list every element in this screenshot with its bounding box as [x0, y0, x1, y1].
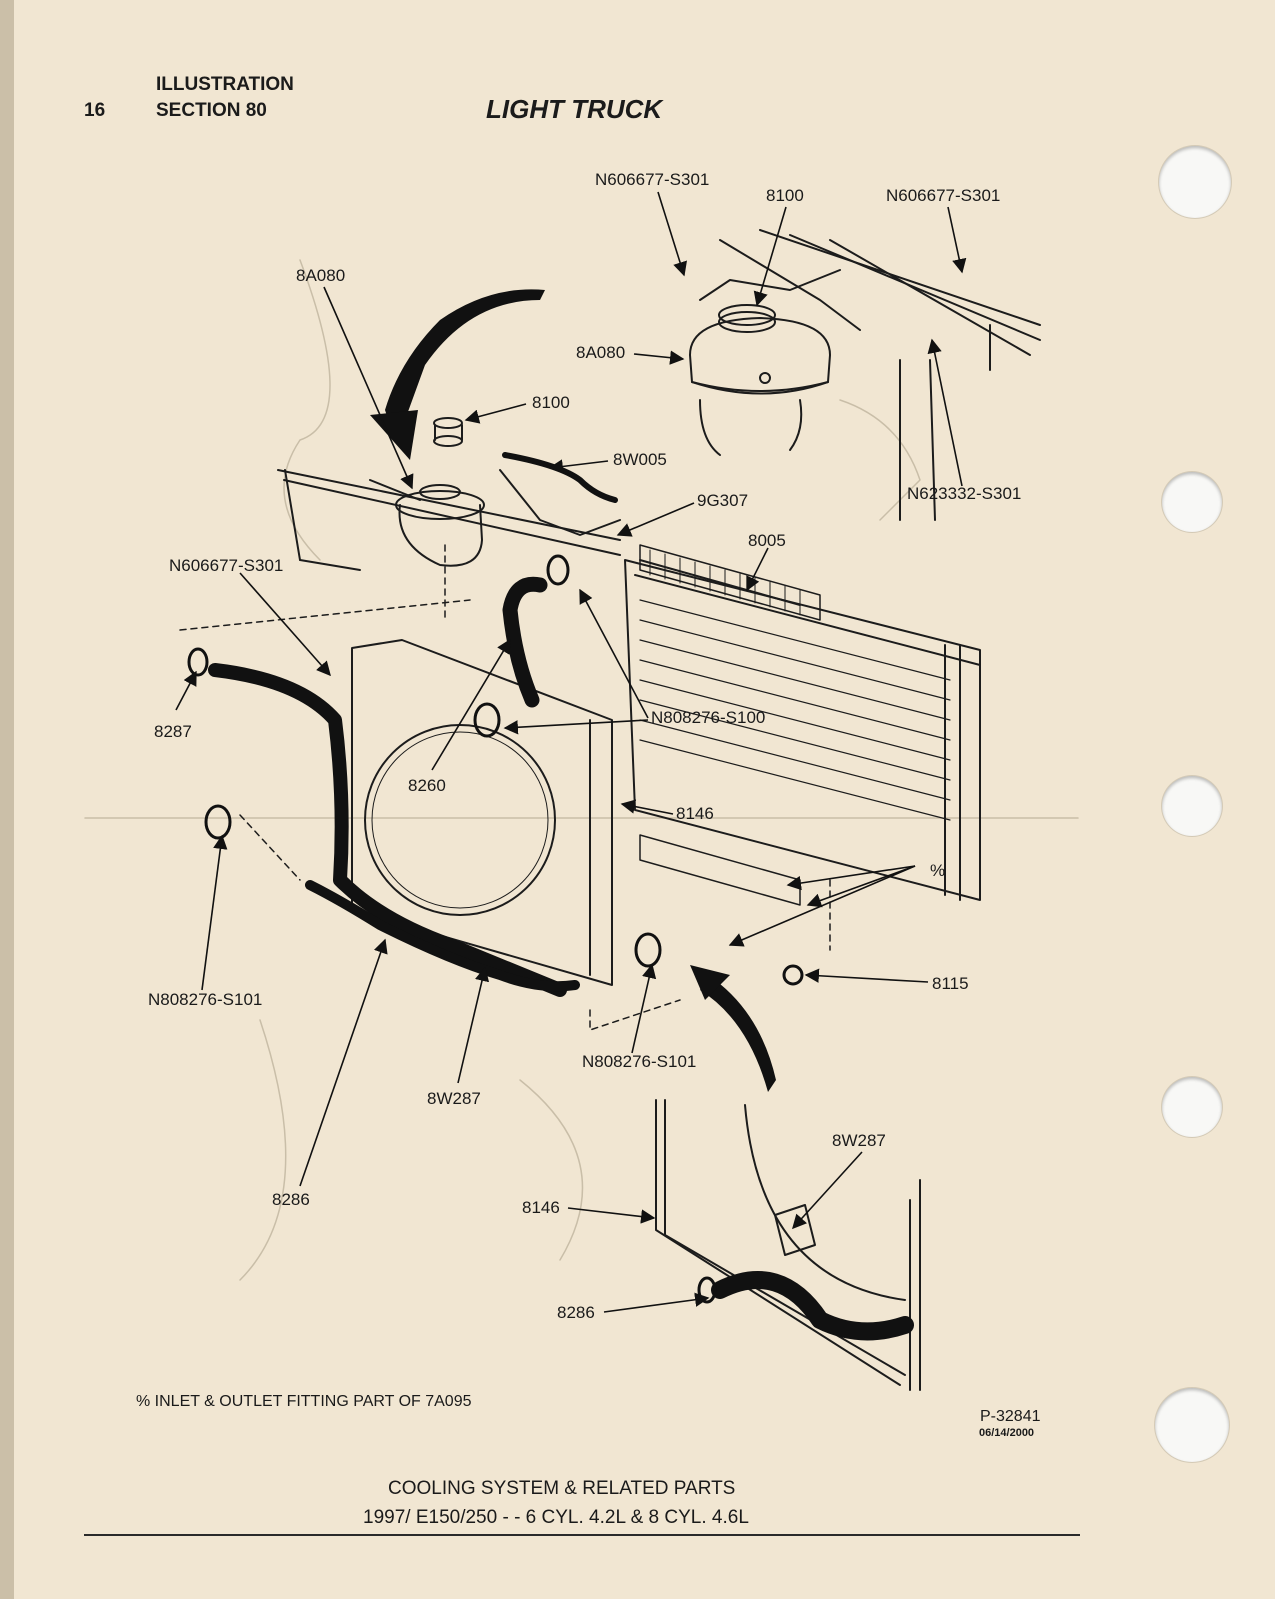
binder-hole	[1162, 472, 1222, 532]
flow-arrow-bottom	[700, 975, 776, 1092]
callout-n606677-right: N606677-S301	[886, 186, 1001, 205]
callout-8005: 8005	[748, 531, 786, 550]
binder-hole	[1155, 1388, 1229, 1462]
callout-8146-mid: 8146	[676, 804, 714, 823]
bleed-through-ghost	[84, 259, 1079, 1281]
callout-percent: %	[930, 861, 946, 880]
footer-rule	[84, 1534, 1080, 1536]
footer-title: COOLING SYSTEM & RELATED PARTS	[388, 1478, 736, 1499]
callout-8287: 8287	[154, 722, 192, 741]
footer-model-line: 1997/ E150/250 - - 6 CYL. 4.2L & 8 CYL. …	[363, 1507, 749, 1528]
overflow-bottle-detail	[689, 229, 1041, 521]
flow-arrow-top-head	[370, 410, 418, 460]
callout-n808276-s101-mid: N808276-S101	[582, 1052, 697, 1071]
leader-lines	[175, 191, 967, 1313]
radiator-support	[277, 469, 621, 571]
page-title: LIGHT TRUCK	[486, 94, 663, 124]
flow-arrows	[370, 289, 776, 1092]
callout-n606677-left: N606677-S301	[169, 556, 284, 575]
callout-8w287-left: 8W287	[427, 1089, 481, 1108]
callout-8a080-left: 8A080	[296, 266, 346, 285]
section-label: SECTION 80	[156, 100, 267, 121]
callout-n808276-s100: N808276-S100	[651, 708, 766, 727]
callout-n808276-s101-left: N808276-S101	[148, 990, 263, 1009]
callout-8100-top: 8100	[766, 186, 804, 205]
reference-number: P-32841	[980, 1408, 1041, 1425]
lower-hose-8286	[208, 663, 567, 997]
callout-8286-low: 8286	[557, 1303, 595, 1322]
callout-8115: 8115	[932, 974, 969, 993]
lower-hose-detail	[655, 1099, 921, 1391]
fan-shroud	[351, 639, 613, 986]
lower-detail-hose	[711, 1271, 914, 1341]
flow-arrow-bottom-head	[690, 965, 730, 1000]
footnote: % INLET & OUTLET FITTING PART OF 7A095	[136, 1393, 472, 1410]
clamps	[187, 554, 804, 1304]
page-number: 16	[84, 100, 106, 121]
radiator-core	[624, 544, 981, 906]
callout-8a080-mid: 8A080	[576, 343, 626, 362]
overflow-hose-8w005	[502, 452, 618, 503]
reference-date: 06/14/2000	[979, 1427, 1035, 1439]
callout-n623332: N623332-S301	[907, 484, 1022, 503]
binder-hole	[1159, 146, 1231, 218]
callout-8260: 8260	[408, 776, 446, 795]
page-edge	[0, 0, 14, 1599]
callout-8146-low: 8146	[522, 1198, 560, 1217]
callout-8w005: 8W005	[613, 450, 667, 469]
upper-hose-8260	[502, 576, 548, 708]
callout-8w287-right: 8W287	[832, 1131, 886, 1150]
callout-8100-mid: 8100	[532, 393, 570, 412]
illustration-label: ILLUSTRATION	[156, 74, 294, 95]
callout-9g307: 9G307	[697, 491, 749, 510]
callout-8286-left: 8286	[272, 1190, 310, 1209]
hose-8w287	[305, 880, 580, 992]
binder-hole	[1162, 776, 1222, 836]
binder-hole	[1162, 1077, 1222, 1137]
callout-n606677-top: N606677-S301	[595, 170, 710, 189]
